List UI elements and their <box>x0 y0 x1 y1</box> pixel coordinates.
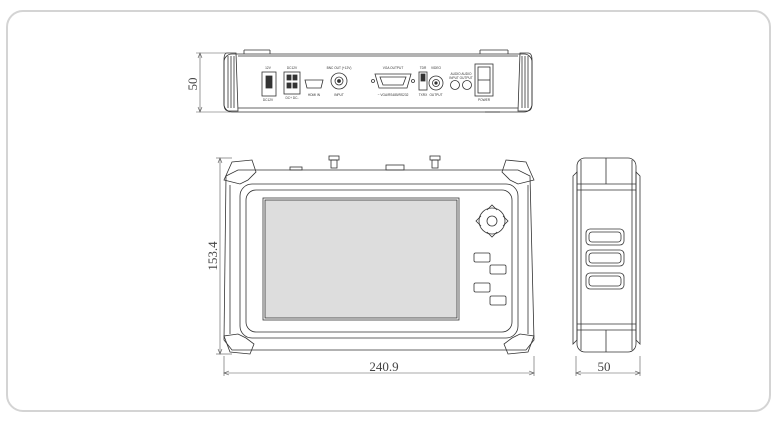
dc-jack <box>261 71 277 97</box>
label-dc-bottom: DC12V <box>263 98 274 102</box>
bnc-output <box>428 75 444 91</box>
dim-top-height: 50 <box>185 78 200 91</box>
label-bnc-out-bottom: OUTPUT <box>429 93 442 97</box>
bnc-input <box>330 72 348 90</box>
label-power-out-top: DC12V <box>287 66 298 70</box>
screen <box>264 199 458 319</box>
vga-port <box>374 73 412 89</box>
label-vga-top: VGA OUTPUT <box>383 66 404 70</box>
label-power: POWER <box>478 98 491 102</box>
dim-front-height: 153.4 <box>205 241 220 271</box>
d-pad-down <box>486 231 498 238</box>
bumper-top-right <box>501 159 535 185</box>
label-hdmi: HDMI IN <box>308 93 321 97</box>
front-body <box>223 169 535 351</box>
d-pad-right <box>502 215 509 227</box>
side-view <box>572 157 641 353</box>
dim-front-width: 240.9 <box>369 359 398 374</box>
outer-border <box>6 10 771 412</box>
audio-input-jack <box>450 80 460 90</box>
front-button-2 <box>489 264 507 275</box>
label-vga-bottom: ~ VGA/RS485/RS232 <box>378 93 409 97</box>
label-dc-top: 12V <box>265 66 272 70</box>
power-switch <box>474 63 494 97</box>
front-view <box>223 155 535 355</box>
audio-output-jack <box>462 80 472 90</box>
top-view-labels: 12V DC12V DC12V DC+ DC- HDMI IN BNC OUT … <box>263 66 491 102</box>
front-dimensions <box>216 157 535 376</box>
label-switch-bottom: TXRX <box>419 93 428 97</box>
label-power-out-bottom: DC+ DC- <box>285 96 298 100</box>
side-dimension <box>575 356 641 376</box>
front-button-4 <box>489 295 507 306</box>
d-pad-up <box>486 204 498 211</box>
label-audio-top: AUDIO AUDIO <box>451 72 472 76</box>
d-pad <box>478 207 506 235</box>
bumper-bottom-left <box>223 333 255 355</box>
side-button-2 <box>585 249 625 267</box>
label-switch: TDR <box>420 66 427 70</box>
side-button-1 <box>585 228 625 246</box>
top-left-bumper <box>223 52 239 112</box>
top-view <box>223 49 533 113</box>
label-bnc-bottom: INPUT <box>334 93 344 97</box>
front-bezel <box>239 183 519 339</box>
bumper-bottom-right <box>503 333 535 355</box>
label-bnc-top: BNC OUT (+12V) <box>327 66 352 70</box>
label-bnc-out-top: VIDEO <box>431 66 441 70</box>
power-terminal <box>283 71 301 95</box>
bumper-top-left <box>223 159 257 185</box>
top-view-dimension <box>196 52 230 113</box>
front-button-1 <box>473 252 491 263</box>
top-right-bumper <box>517 52 533 112</box>
d-pad-left <box>475 215 482 227</box>
label-audio-bottom: INPUT OUTPUT <box>449 76 473 80</box>
hdmi-port <box>304 79 324 89</box>
tdr-switch <box>418 71 428 91</box>
front-button-3 <box>473 282 491 293</box>
dim-side-width: 50 <box>598 359 611 374</box>
side-button-3 <box>585 272 625 290</box>
